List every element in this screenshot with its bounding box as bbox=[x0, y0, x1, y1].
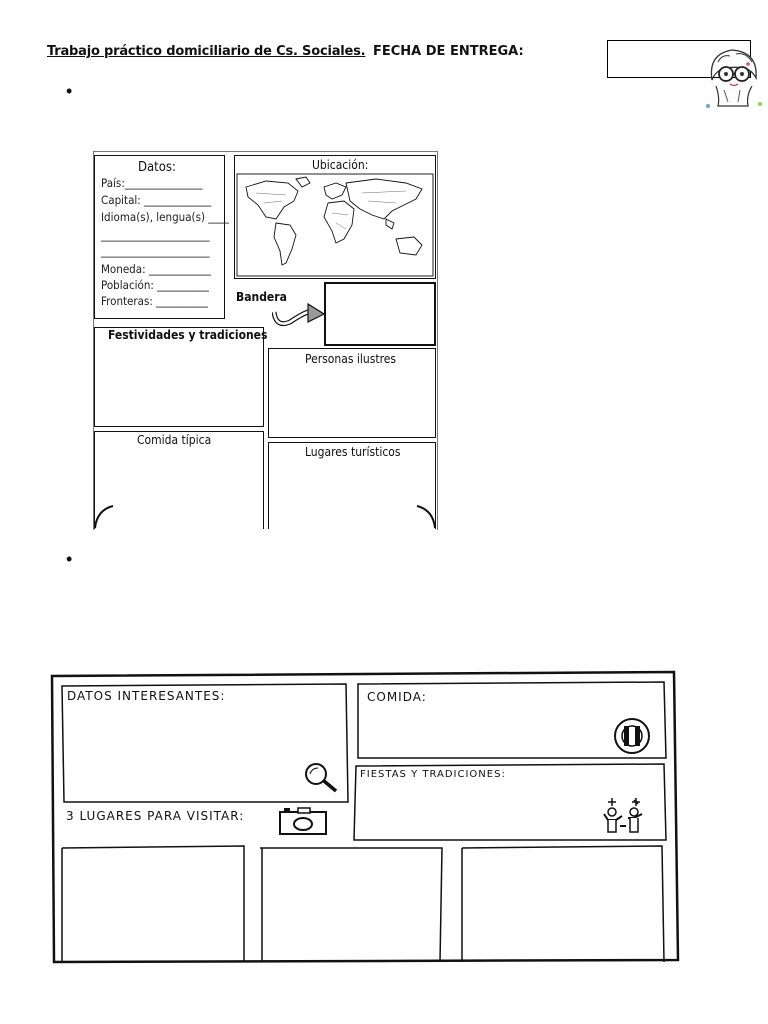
datos-title: Datos: bbox=[138, 160, 176, 175]
blank-line-2[interactable]: _____________________ bbox=[101, 244, 210, 258]
plate-fork-knife-icon bbox=[614, 718, 650, 754]
world-map-icon bbox=[236, 173, 434, 277]
celebrating-people-icon bbox=[603, 798, 643, 833]
idioma-line[interactable]: Idioma(s), lengua(s) ____ bbox=[101, 210, 229, 224]
comida-box[interactable] bbox=[94, 431, 264, 529]
bullet-1: • bbox=[66, 81, 73, 101]
flag-box[interactable] bbox=[324, 282, 436, 346]
datos-interesantes-title: DATOS INTERESANTES: bbox=[67, 689, 226, 703]
pais-line[interactable]: País:_______________ bbox=[101, 176, 203, 190]
magnifying-glass-icon bbox=[305, 763, 338, 793]
personas-box[interactable] bbox=[268, 348, 436, 438]
capital-line[interactable]: Capital: _____________ bbox=[101, 193, 212, 207]
festividades-box[interactable] bbox=[94, 327, 264, 427]
ubicacion-box bbox=[234, 155, 436, 279]
bandera-label: Bandera bbox=[236, 290, 287, 304]
curved-arrow-icon bbox=[272, 302, 326, 327]
ubicacion-title: Ubicación: bbox=[312, 158, 369, 172]
bullet-2: • bbox=[66, 549, 73, 569]
festividades-title: Festividades y tradiciones bbox=[108, 328, 268, 342]
datos-box bbox=[94, 155, 225, 319]
lugares-visitar-title: 3 LUGARES PARA VISITAR: bbox=[66, 809, 245, 823]
due-date-label: FECHA DE ENTREGA: bbox=[373, 44, 524, 59]
poblacion-line[interactable]: Población: __________ bbox=[101, 278, 209, 292]
worksheet-travel-template bbox=[50, 670, 680, 964]
girl-with-glasses-icon bbox=[706, 49, 762, 108]
lugares-title: Lugares turísticos bbox=[305, 445, 401, 459]
moneda-line[interactable]: Moneda: ____________ bbox=[101, 262, 211, 276]
blank-line-1[interactable]: _____________________ bbox=[101, 228, 210, 242]
comida-title-2: COMIDA: bbox=[367, 690, 427, 704]
lugares-box[interactable] bbox=[268, 442, 436, 529]
corner-decoration bbox=[94, 505, 436, 529]
worksheet-country-template bbox=[93, 151, 438, 530]
assignment-title: Trabajo práctico domiciliario de Cs. Soc… bbox=[47, 44, 366, 59]
fiestas-title: FIESTAS Y TRADICIONES: bbox=[360, 769, 506, 780]
camera-icon bbox=[279, 807, 327, 835]
fronteras-line[interactable]: Fronteras: __________ bbox=[101, 294, 208, 308]
personas-title: Personas ilustres bbox=[305, 352, 397, 366]
comida-title: Comida típica bbox=[137, 433, 212, 447]
